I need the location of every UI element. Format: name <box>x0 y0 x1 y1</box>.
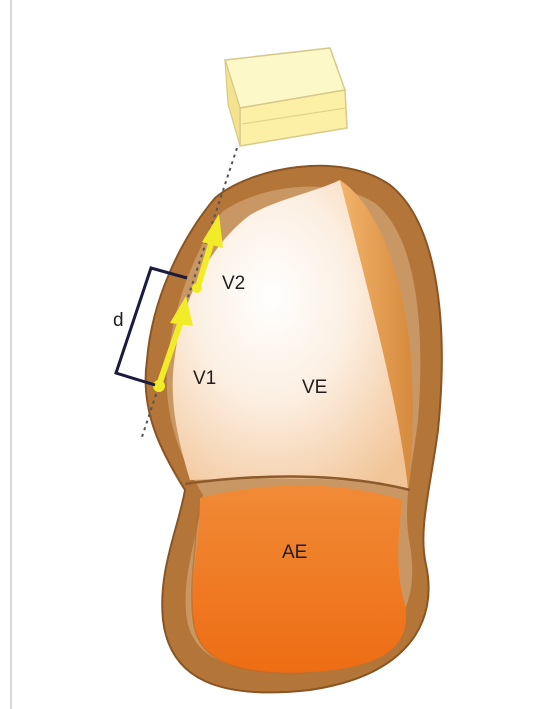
atrial-chamber <box>192 486 406 673</box>
label-ve: VE <box>302 377 327 398</box>
label-d: d <box>113 310 124 331</box>
label-v1: V1 <box>193 368 216 389</box>
label-ae: AE <box>282 542 307 563</box>
label-v2: V2 <box>222 273 245 294</box>
ultrasound-probe <box>225 48 347 146</box>
